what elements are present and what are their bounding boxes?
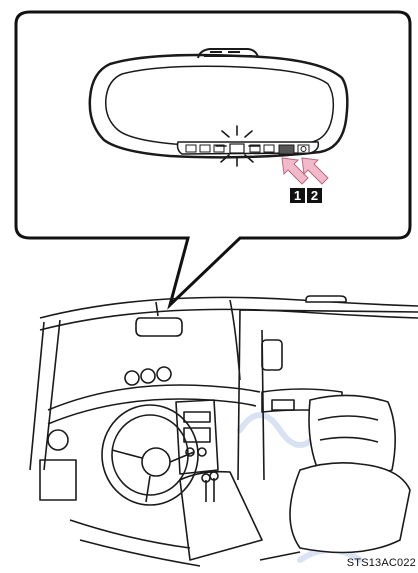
vehicle-interior-illustration — [30, 296, 418, 566]
callout-number-1: 1 — [290, 188, 305, 203]
callout-number-2: 2 — [307, 188, 322, 203]
figure-code: STS13AC022 — [347, 557, 416, 569]
